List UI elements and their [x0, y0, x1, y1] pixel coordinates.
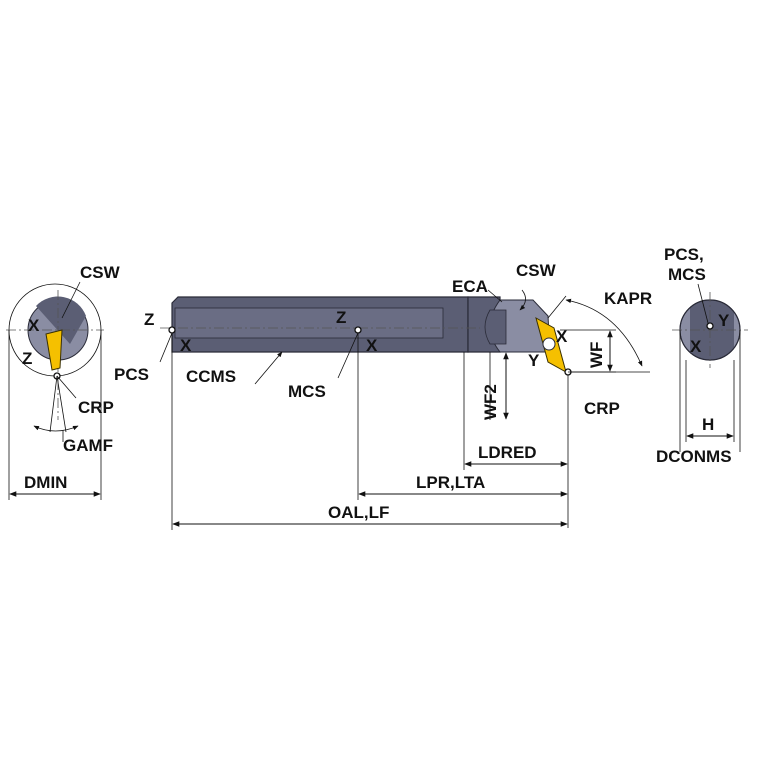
head-y-label: Y	[528, 351, 540, 370]
lpr-lta-label: LPR,LTA	[416, 473, 485, 492]
right-pcs-leader	[697, 283, 709, 324]
dmin-label: DMIN	[24, 473, 67, 492]
kapr-edge-line	[547, 295, 567, 319]
pcs-z-label: Z	[144, 310, 154, 329]
h-label: H	[702, 415, 714, 434]
pcs-point	[168, 326, 176, 334]
side-view: Z X PCS CCMS Z X MCS ECA CSW KAPR X Y WF…	[114, 261, 652, 530]
mcs-leader	[337, 332, 359, 379]
left-z-label: Z	[22, 349, 32, 368]
csw-label: CSW	[516, 261, 557, 280]
ccms-label: CCMS	[186, 367, 236, 386]
right-x-label: X	[690, 337, 702, 356]
right-pcs-point	[706, 322, 714, 330]
right-pcs-label: PCS,	[664, 245, 704, 264]
left-csw-leader	[61, 281, 81, 319]
right-mcs-label: MCS	[668, 265, 706, 284]
left-csw-label: CSW	[80, 263, 121, 282]
tool-head-chip	[484, 309, 507, 345]
mcs-x-label: X	[366, 336, 378, 355]
ldred-label: LDRED	[478, 443, 537, 462]
eca-label: ECA	[452, 277, 488, 296]
left-shank-shade	[36, 296, 86, 344]
left-x-label: X	[28, 316, 40, 335]
left-crp-label: CRP	[78, 398, 114, 417]
mcs-point	[354, 326, 362, 334]
left-gamf-label: GAMF	[63, 436, 113, 455]
left-end-view: CSW X Z CRP GAMF DMIN	[6, 263, 121, 500]
tool-shank-flat	[174, 307, 444, 339]
head-screw	[542, 337, 556, 351]
right-end-view: PCS, MCS Y X H DCONMS	[656, 245, 748, 466]
csw-arc	[519, 289, 526, 311]
left-crp-leader	[56, 375, 77, 399]
mcs-z-label: Z	[336, 308, 346, 327]
pcs-leader	[159, 332, 173, 363]
wf-label: WF	[587, 342, 606, 368]
dconms-label: DCONMS	[656, 447, 732, 466]
head-x-label: X	[556, 327, 568, 346]
mcs-label: MCS	[288, 382, 326, 401]
left-gamf-line2	[56, 375, 67, 433]
pcs-x-label: X	[180, 336, 192, 355]
kapr-arc	[565, 298, 643, 367]
wf2-label: WF2	[481, 384, 500, 420]
crp-label: CRP	[584, 399, 620, 418]
oal-lf-label: OAL,LF	[328, 503, 389, 522]
left-insert	[45, 329, 63, 371]
right-y-label: Y	[718, 311, 730, 330]
kapr-label: KAPR	[604, 289, 652, 308]
ccms-leader	[254, 351, 283, 385]
eca-leader	[487, 289, 503, 303]
left-gamf-arc	[33, 425, 79, 432]
left-gamf-line	[49, 375, 58, 433]
pcs-label: PCS	[114, 365, 149, 384]
